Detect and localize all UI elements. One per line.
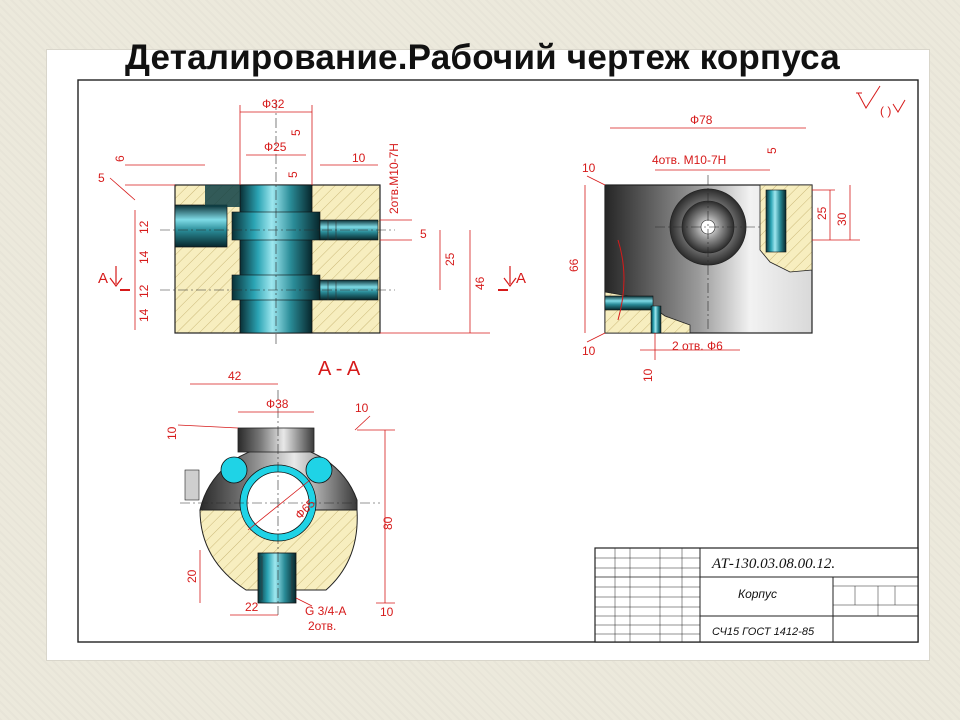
dim-4-holes: 4отв. М10-7Н (652, 153, 726, 167)
material-spec: СЧ15 ГОСТ 1412-85 (712, 626, 815, 638)
section-view (180, 390, 380, 615)
dim-46: 46 (473, 276, 487, 290)
cut-marker-left: A (98, 266, 130, 291)
cut-label-left: A (98, 270, 108, 287)
dim-80: 80 (381, 516, 395, 530)
dim-10-sec-bottom: 10 (380, 605, 394, 619)
dim-phi25: Ф25 (264, 140, 287, 154)
dim-5-top: 5 (289, 129, 303, 136)
side-view (604, 175, 813, 334)
roughness-symbol: ( ) (856, 85, 906, 118)
dim-12a: 12 (137, 220, 151, 234)
drawing-sheet: ( ) Ф32 Ф25 5 5 6 5 (47, 50, 929, 660)
dim-10-side-vert: 10 (641, 368, 655, 382)
dim-phi78: Ф78 (690, 113, 713, 127)
dim-10-front: 10 (352, 151, 366, 165)
dim-phi38: Ф38 (266, 397, 289, 411)
dim-5-left: 5 (98, 171, 105, 185)
dim-14b: 14 (137, 308, 151, 322)
dim-22: 22 (245, 600, 259, 614)
dim-6: 6 (113, 155, 127, 162)
dim-5-inner: 5 (286, 171, 300, 178)
dim-12b: 12 (137, 284, 151, 298)
dim-10-side-bottom: 10 (582, 344, 596, 358)
dim-66: 66 (567, 258, 581, 272)
dim-thread-g34: G 3/4-A (305, 604, 346, 618)
dim-5-right: 5 (420, 227, 427, 241)
technical-drawing: ( ) Ф32 Ф25 5 5 6 5 (77, 79, 919, 643)
part-name: Корпус (738, 587, 777, 601)
dim-25-front: 25 (443, 252, 457, 266)
dim-5-side: 5 (765, 147, 779, 154)
title-block: АТ-130.03.08.00.12. Корпус СЧ15 ГОСТ 141… (594, 547, 919, 643)
dim-20: 20 (185, 569, 199, 583)
section-dimensions: 42 Ф38 10 10 Ф65 80 20 22 G 3/4-A 2отв. … (165, 369, 395, 633)
dim-2-holes-sec: 2отв. (308, 619, 336, 633)
cut-marker-right: A (498, 266, 526, 291)
dim-thread-front: 2отв.М10-7Н (387, 143, 401, 214)
dim-10-sec-left: 10 (165, 426, 179, 440)
roughness-label: ( ) (880, 104, 891, 118)
front-view (160, 100, 395, 345)
side-dimensions: Ф78 4отв. М10-7Н 5 10 66 25 30 10 2 отв.… (567, 113, 860, 382)
dim-42: 42 (228, 369, 242, 383)
dim-phi32: Ф32 (262, 97, 285, 111)
dim-2-holes-phi6: 2 отв. Ф6 (672, 339, 723, 353)
drawing-frame (77, 79, 919, 643)
dim-30: 30 (835, 212, 849, 226)
section-label: A - A (318, 358, 361, 380)
dim-10-side-top: 10 (582, 161, 596, 175)
slide-title: Деталирование.Рабочий чертеж корпуса (125, 38, 840, 77)
dim-10-sec-top: 10 (355, 401, 369, 415)
cut-label-right: A (516, 270, 526, 287)
dim-14a: 14 (137, 250, 151, 264)
drawing-code: АТ-130.03.08.00.12. (711, 556, 835, 572)
front-dimensions: Ф32 Ф25 5 5 6 5 10 2отв.М10-7Н 12 14 12 … (98, 97, 490, 334)
dim-25-side: 25 (815, 206, 829, 220)
